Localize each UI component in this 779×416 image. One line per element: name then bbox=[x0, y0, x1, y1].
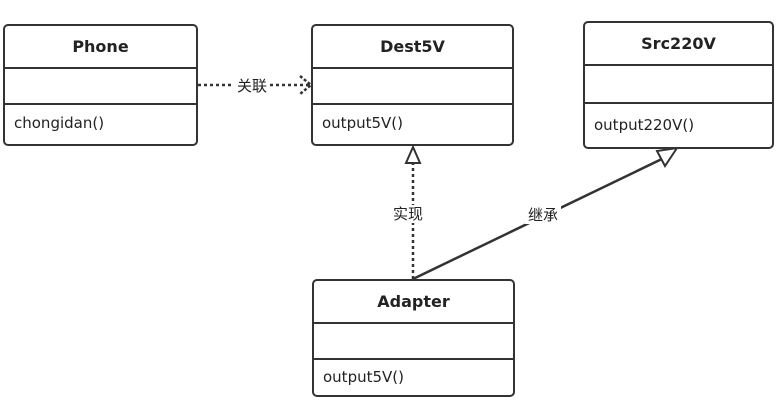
class-dest5v-method: output5V() bbox=[322, 114, 403, 132]
class-phone-attributes bbox=[5, 69, 196, 105]
inheritance-arrowhead bbox=[655, 146, 680, 168]
class-adapter[interactable]: Adapter output5V() bbox=[312, 279, 515, 397]
class-adapter-name: Adapter bbox=[314, 281, 513, 324]
class-dest5v[interactable]: Dest5V output5V() bbox=[311, 24, 514, 146]
class-src220v[interactable]: Src220V output220V() bbox=[583, 21, 774, 149]
class-dest5v-name: Dest5V bbox=[313, 26, 512, 69]
class-src220v-method: output220V() bbox=[594, 116, 695, 134]
class-phone[interactable]: Phone chongidan() bbox=[3, 24, 198, 146]
class-phone-name: Phone bbox=[5, 26, 196, 69]
class-adapter-method: output5V() bbox=[323, 368, 404, 386]
class-dest5v-attributes bbox=[313, 69, 512, 105]
class-adapter-attributes bbox=[314, 324, 513, 360]
class-src220v-name: Src220V bbox=[585, 23, 772, 66]
class-phone-method: chongidan() bbox=[14, 114, 105, 132]
class-src220v-attributes bbox=[585, 66, 772, 104]
realization-label: 实现 bbox=[390, 205, 427, 223]
association-label: 关联 bbox=[234, 77, 271, 95]
inheritance-label: 继承 bbox=[525, 206, 562, 224]
realization-arrowhead bbox=[404, 144, 422, 164]
